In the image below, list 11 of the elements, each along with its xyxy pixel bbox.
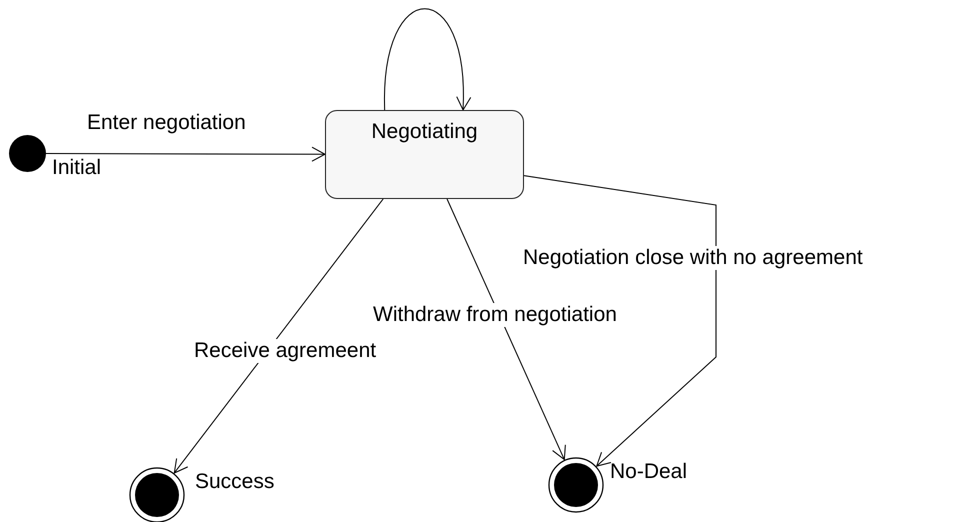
transition-arrow: [446, 198, 566, 460]
transition-label: Withdraw from negotiation: [371, 303, 619, 328]
state-name: No-Deal: [610, 460, 688, 484]
transition-arrow: [46, 146, 326, 162]
state-name: Success: [195, 470, 274, 494]
state-box: [325, 110, 524, 199]
transition-arrow: [174, 198, 384, 474]
transition-arrow: [524, 175, 716, 467]
state-name: Negotiating: [371, 119, 478, 145]
transition-arrow: [384, 8, 470, 110]
state-name: Initial: [52, 156, 102, 180]
